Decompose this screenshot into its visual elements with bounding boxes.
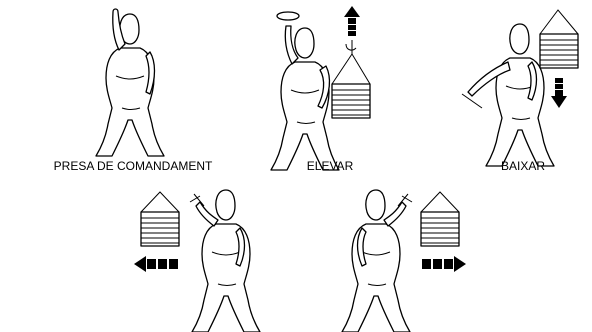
arrow-right-icon <box>422 256 466 272</box>
load-crate <box>141 192 179 246</box>
hook-icon <box>346 40 356 54</box>
load-crate <box>421 192 459 246</box>
signal-raise <box>271 6 370 170</box>
person-figure <box>96 9 164 156</box>
label-raise: ELEVAR <box>307 158 353 174</box>
arrow-up-icon <box>344 6 360 36</box>
load-crate <box>540 10 578 68</box>
person-figure <box>342 190 412 332</box>
person-figure <box>271 26 339 170</box>
person-figure <box>190 190 260 332</box>
rotating-hand-icon <box>277 12 299 20</box>
label-lower: BAIXAR <box>501 158 545 174</box>
signal-take-command <box>96 9 164 156</box>
signal-move-right <box>342 190 466 332</box>
signal-lower <box>462 10 578 166</box>
arrow-left-icon <box>134 256 178 272</box>
label-take-command: PRESA DE COMANDAMENT <box>54 158 213 174</box>
arrow-down-icon <box>551 78 567 108</box>
signal-move-left <box>134 190 260 332</box>
load-crate <box>332 54 370 118</box>
